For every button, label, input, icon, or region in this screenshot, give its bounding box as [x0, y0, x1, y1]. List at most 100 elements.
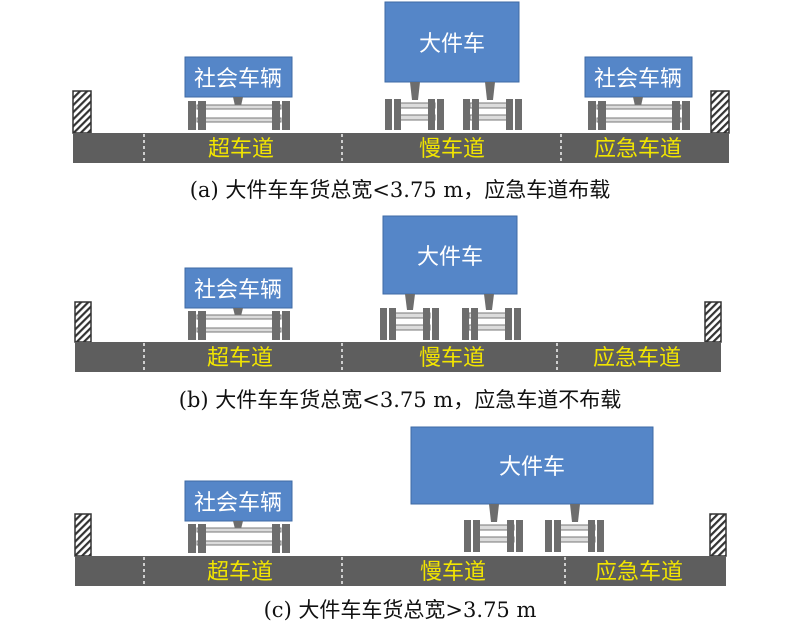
axle-connector: [633, 97, 643, 106]
axle-bar: [196, 540, 282, 546]
axle-connector: [485, 82, 495, 100]
axle-connector: [233, 521, 243, 529]
wheel: [198, 524, 206, 553]
lane-label-overtaking: 超车道: [208, 137, 274, 162]
social-vehicle-label: 社会车辆: [194, 67, 282, 92]
axle-connector: [489, 504, 499, 522]
road: [73, 133, 729, 163]
wheel: [554, 520, 561, 552]
barrier-right: [710, 90, 730, 134]
panel-b: 超车道 慢车道 应急车道 社会车辆 大件车: [74, 215, 722, 412]
wheel: [282, 311, 290, 340]
panel-a: 超车道 慢车道 应急车道 社会车辆 社会车辆: [72, 1, 730, 202]
lane-label-slow: 慢车道: [420, 560, 486, 585]
wheel: [588, 101, 596, 130]
wheel: [507, 520, 514, 552]
wheel: [506, 99, 513, 130]
barrier-right: [704, 301, 722, 343]
wheel: [598, 101, 606, 130]
axle-connector: [233, 97, 243, 106]
lane-label-overtaking: 超车道: [207, 560, 273, 585]
wheel: [471, 308, 478, 340]
axle-connector: [410, 82, 420, 100]
caption-c: (c) 大件车车货总宽>3.75 m: [264, 598, 537, 622]
wheel: [462, 308, 469, 340]
lane-label-slow: 慢车道: [419, 137, 485, 162]
vehicle-body: [382, 215, 518, 295]
lane-label-emergency: 应急车道: [595, 560, 683, 585]
wheel: [198, 311, 206, 340]
social-vehicle: 社会车辆: [184, 267, 293, 340]
wheel: [380, 308, 387, 340]
wheel: [597, 520, 604, 552]
lane-label-emergency: 应急车道: [593, 346, 681, 371]
vehicle-body: [184, 267, 293, 309]
wheel: [282, 101, 290, 130]
wheel: [473, 520, 480, 552]
large-vehicle: 大件车: [384, 1, 522, 130]
social-vehicle: 社会车辆: [184, 56, 293, 130]
wheel: [464, 520, 471, 552]
wheel: [545, 520, 552, 552]
lane-label-overtaking: 超车道: [207, 346, 273, 371]
barrier-left: [72, 90, 92, 134]
large-vehicle: 大件车: [380, 215, 521, 340]
wheel: [423, 308, 430, 340]
caption-a: (a) 大件车车货总宽<3.75 m，应急车道布载: [190, 178, 611, 202]
wheel: [432, 308, 439, 340]
vehicle-body: [184, 56, 293, 98]
lane-label-emergency: 应急车道: [594, 137, 682, 162]
vehicle-body: [410, 426, 654, 505]
social-vehicle: 社会车辆: [584, 56, 693, 130]
wheel: [272, 524, 280, 553]
barrier-left: [74, 513, 92, 557]
large-vehicle-label: 大件车: [499, 455, 565, 480]
wheel: [472, 99, 479, 130]
wheel: [389, 308, 396, 340]
wheel: [282, 524, 290, 553]
axle-connector: [233, 308, 243, 316]
caption-b: (b) 大件车车货总宽<3.75 m，应急车道不布载: [179, 388, 621, 412]
axle-connector: [570, 504, 580, 522]
wheel: [516, 520, 523, 552]
wheel: [463, 99, 470, 130]
social-vehicle-label: 社会车辆: [194, 491, 282, 516]
social-vehicle: 社会车辆: [184, 480, 293, 553]
wheel: [514, 308, 521, 340]
lane-label-slow: 慢车道: [419, 346, 485, 371]
axle-connector: [405, 294, 415, 310]
wheel: [428, 99, 435, 130]
vehicle-body: [584, 56, 693, 98]
wheel: [272, 101, 280, 130]
panel-c: 超车道 慢车道 应急车道 社会车辆 大件车: [74, 426, 727, 622]
wheel: [272, 311, 280, 340]
axle-bar: [596, 104, 682, 110]
wheel: [385, 99, 392, 130]
wheel: [394, 99, 401, 130]
wheel: [188, 524, 196, 553]
axle-bar: [196, 527, 282, 533]
wheel: [682, 101, 690, 130]
wheel: [505, 308, 512, 340]
barrier-right: [709, 513, 727, 557]
wheel: [672, 101, 680, 130]
axle-connector: [484, 294, 494, 310]
barrier-left: [74, 301, 92, 343]
wheel: [188, 101, 196, 130]
axle-bar: [196, 314, 282, 320]
axle-bar: [196, 117, 282, 123]
large-vehicle: 大件车: [410, 426, 654, 552]
wheel: [188, 311, 196, 340]
large-vehicle-label: 大件车: [419, 32, 485, 57]
road: [75, 556, 726, 586]
social-vehicle-label: 社会车辆: [594, 67, 682, 92]
vehicle-body: [384, 1, 520, 83]
axle-bar: [596, 117, 682, 123]
wheel: [515, 99, 522, 130]
social-vehicle-label: 社会车辆: [194, 278, 282, 303]
wheel: [198, 101, 206, 130]
road: [75, 342, 721, 372]
large-vehicle-label: 大件车: [417, 245, 483, 270]
